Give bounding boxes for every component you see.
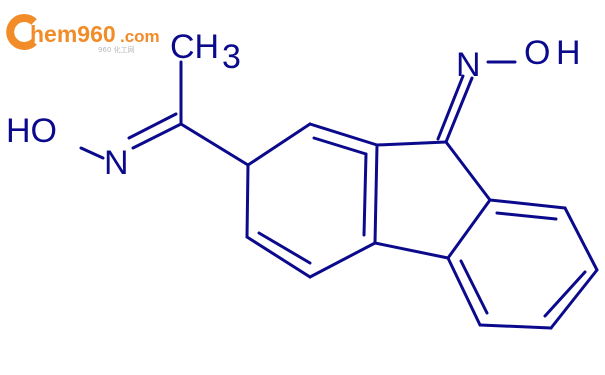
bond-c7-c8 <box>478 323 553 330</box>
bond-c4a-c8a <box>373 143 379 245</box>
bond-c4b-c9a <box>446 198 492 260</box>
bond-c3-c4 <box>245 235 312 279</box>
bond-inner-c6-c7 <box>543 270 587 318</box>
logo-tld: .com <box>120 27 160 46</box>
bond-inner-c5-c9a <box>495 211 558 221</box>
bond-c9-c9a <box>444 140 492 202</box>
atom-ch3-subscript: 3 <box>222 38 241 76</box>
bond-c1-c2 <box>246 122 312 167</box>
bond-c9a-c5 <box>488 198 567 210</box>
atom-labels: N O H HO N CH 3 <box>6 28 581 182</box>
atom-o-top: O <box>524 34 550 72</box>
chem960-logo: hem960 .com 960 化工网 <box>6 14 160 54</box>
logo-brand-full: hem960 <box>30 21 116 47</box>
atom-h-top: H <box>556 34 581 72</box>
bond-cside-n-a <box>131 122 183 150</box>
bond-c4b-c4a <box>373 241 450 260</box>
bond-cside-n-b <box>127 112 178 140</box>
bond-inner-c1-c8a <box>312 136 368 156</box>
bond-c8a-c1 <box>308 122 379 147</box>
atom-ho-left: HO <box>6 112 57 150</box>
bond-inner-c8-c4b <box>459 259 489 315</box>
atom-n-left: N <box>104 144 129 182</box>
bond-c2-cside <box>179 122 250 167</box>
logo-c-icon <box>6 14 37 50</box>
bond-n-o-left <box>79 146 105 160</box>
bond-c4-c4a <box>308 241 377 279</box>
bond-c8-c4b <box>446 256 482 327</box>
bond-c6-c7 <box>549 268 599 330</box>
bond-c9-n-top-b <box>436 74 465 141</box>
atom-ch3: CH <box>170 28 219 66</box>
bond-c9-n-top-a <box>444 76 474 144</box>
bond-c2-c3 <box>245 163 250 239</box>
atom-n-top: N <box>456 46 481 84</box>
bond-c5-c6 <box>563 206 599 272</box>
logo-tagline: 960 化工网 <box>98 45 135 54</box>
bond-c9-c8a <box>375 140 448 147</box>
bond-inner-c4a-c8a <box>362 152 368 237</box>
bond-inner-c3-c4 <box>257 231 312 265</box>
bond-lines <box>79 60 599 330</box>
